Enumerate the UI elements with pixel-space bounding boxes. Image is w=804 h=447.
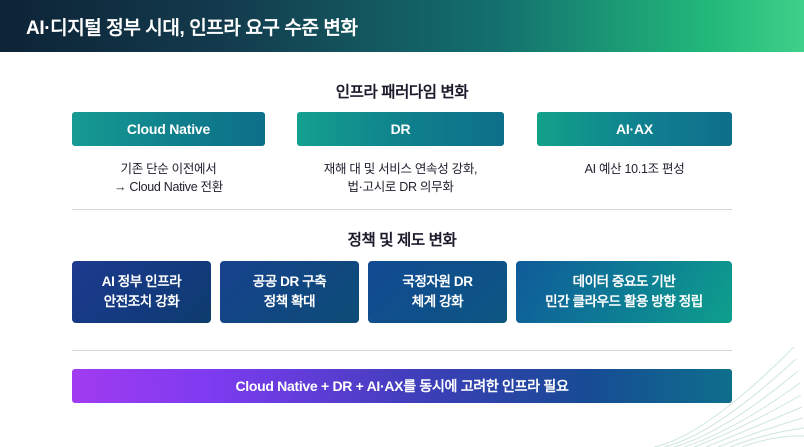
header-bar: AI·디지털 정부 시대, 인프라 요구 수준 변화 bbox=[0, 0, 804, 52]
paradigm-pill-cloud-native[interactable]: Cloud Native bbox=[72, 112, 265, 146]
divider-lower bbox=[72, 350, 732, 351]
paradigm-pill-ai-ax[interactable]: AI·AX bbox=[537, 112, 732, 146]
section-title-policy: 정책 및 제도 변화 bbox=[347, 232, 457, 249]
conclusion-bar: Cloud Native + DR + AI·AX를 동시에 고려한 인프라 필… bbox=[72, 369, 732, 403]
paradigm-pill-dr[interactable]: DR bbox=[297, 112, 504, 146]
page-title: AI·디지털 정부 시대, 인프라 요구 수준 변화 bbox=[26, 17, 358, 39]
paradigm-caption-dr: 재해 대 및 서비스 연속성 강화,법·고시로 DR 의무화 bbox=[323, 162, 478, 195]
divider-upper bbox=[72, 209, 732, 210]
paradigm-caption-cloud-native: 기존 단순 이전에서→ Cloud Native 전환 bbox=[114, 162, 223, 195]
section-title-paradigm: 인프라 패러다임 변화 bbox=[335, 84, 469, 101]
paradigm-caption-ai-ax: AI 예산 10.1조 편성 bbox=[584, 162, 685, 176]
